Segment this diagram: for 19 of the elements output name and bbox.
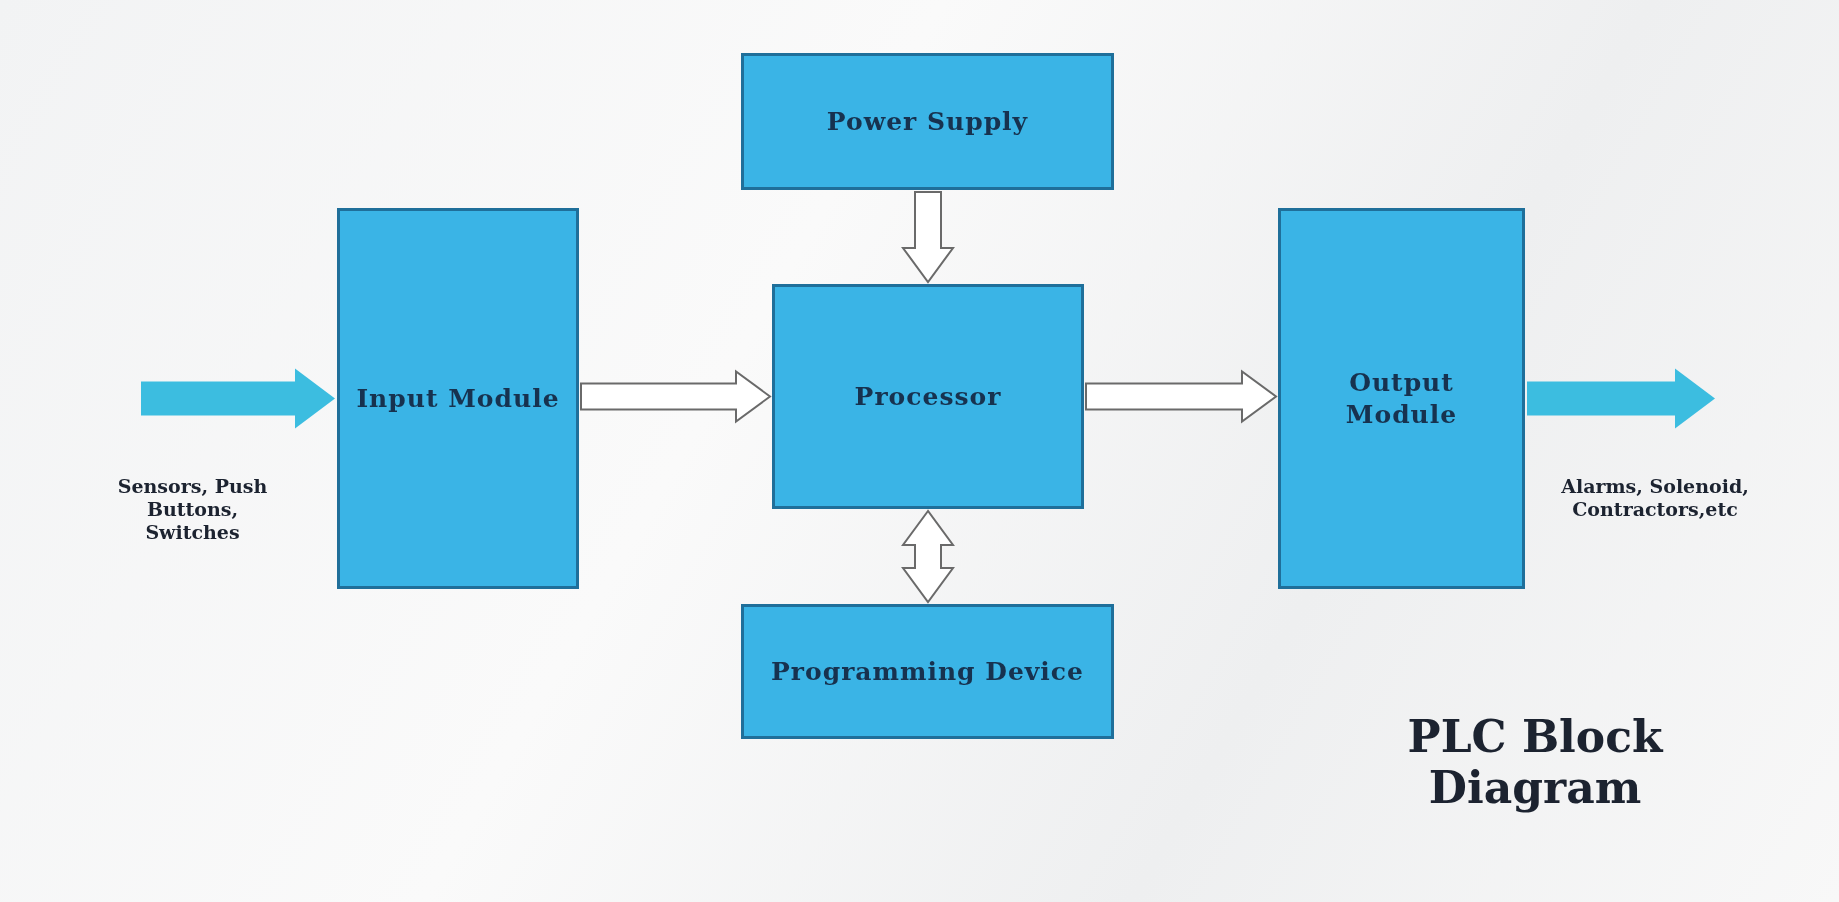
process-box — [741, 53, 1114, 190]
hollow-arrow — [580, 369, 772, 424]
io-label: Alarms, Solenoid, Contractors,etc — [1560, 475, 1750, 521]
box-label: Programming Device — [770, 655, 1085, 688]
hollow-arrow — [901, 509, 955, 604]
box-label: Processor — [853, 380, 1003, 413]
hollow-arrow — [1085, 369, 1278, 424]
hollow-arrow — [901, 191, 955, 284]
process-box — [1278, 208, 1525, 589]
process-box — [772, 284, 1084, 509]
process-box — [741, 604, 1114, 739]
block-arrow — [141, 368, 335, 429]
io-label: Sensors, Push Buttons, Switches — [116, 475, 269, 544]
process-box — [337, 208, 579, 589]
block-arrow — [1527, 368, 1715, 429]
diagram-title: PLC Block Diagram — [1406, 712, 1665, 814]
box-label: Output Module — [1344, 367, 1459, 430]
box-label: Power Supply — [825, 105, 1030, 138]
box-label: Input Module — [355, 382, 561, 415]
